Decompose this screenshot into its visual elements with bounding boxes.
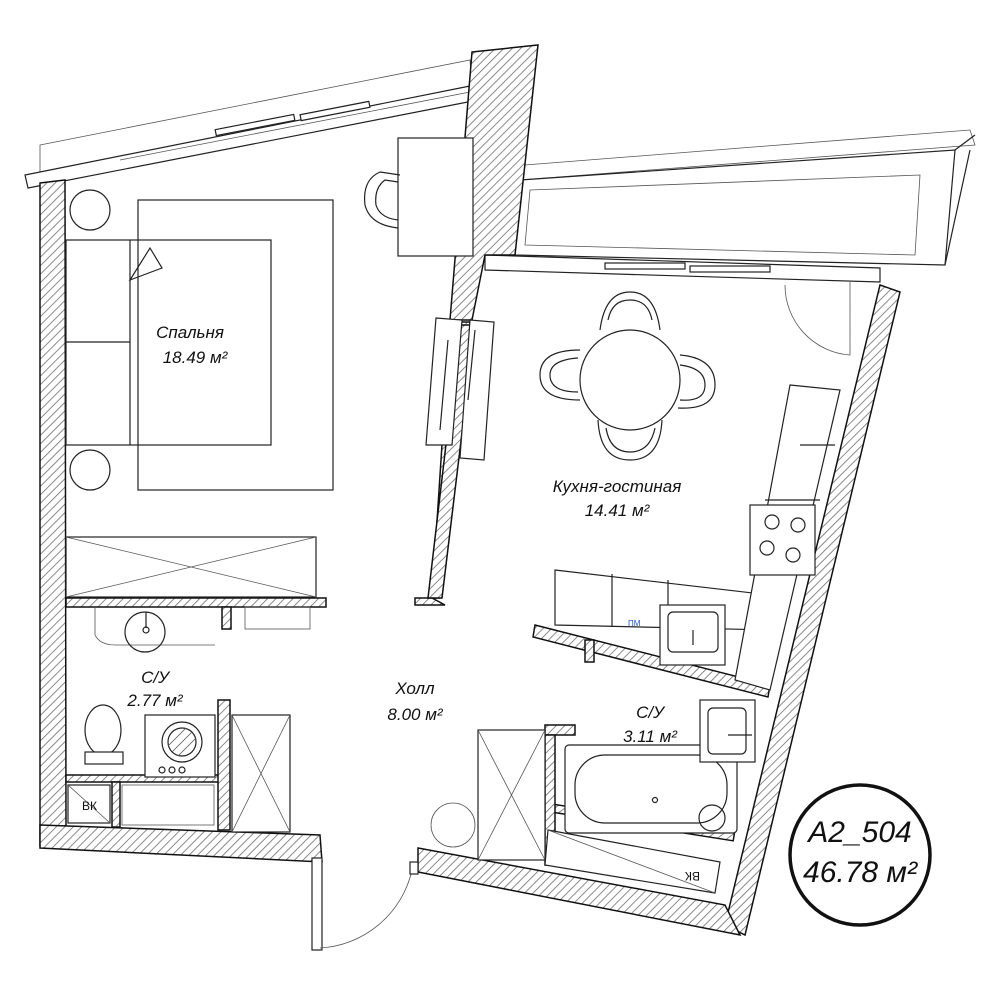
- bedroom-furniture: [65, 137, 474, 598]
- apartment-badge: A2_504 46.78 м²: [788, 783, 932, 927]
- window-left-2: [299, 100, 371, 122]
- bath-right-area: 3.11 м²: [623, 727, 678, 746]
- bath-left-name: С/У: [141, 668, 171, 687]
- toilet: [84, 704, 122, 756]
- hall-name: Холл: [394, 679, 435, 698]
- bath-right-name: С/У: [636, 703, 666, 722]
- bedroom-area: 18.49 м²: [163, 348, 229, 367]
- window-right-1: [604, 262, 686, 270]
- chair: [363, 171, 401, 229]
- window-left-1: [214, 113, 296, 137]
- washing-machine: [144, 714, 216, 778]
- vk-label-right: ВК: [685, 869, 700, 883]
- pm-label: ПМ: [628, 619, 641, 628]
- chair-right: [677, 354, 716, 409]
- washbasin-counter: [94, 607, 215, 646]
- dining-table: [579, 329, 681, 431]
- window-right-2: [689, 265, 771, 273]
- entrance-door: [311, 857, 419, 951]
- sliding-door: [425, 317, 495, 461]
- burners: [759, 514, 806, 563]
- nightstand-lamp-top: [69, 189, 111, 231]
- balcony-right: [484, 129, 976, 356]
- chair-left: [539, 349, 581, 401]
- chair-top: [599, 291, 661, 331]
- kitchen-furniture: ПМ: [539, 291, 841, 691]
- kitchen-area: 14.41 м²: [585, 501, 651, 520]
- desk: [397, 137, 474, 257]
- washbasin: [124, 611, 166, 653]
- kitchen-name: Кухня-гостиная: [553, 477, 682, 496]
- chair-bottom: [597, 419, 663, 461]
- shelf: [244, 606, 311, 630]
- walls: [39, 44, 901, 937]
- bathtub: [564, 744, 738, 834]
- cooktop: [749, 504, 816, 576]
- bed: [137, 199, 334, 491]
- nightstand-lamp-bottom: [69, 449, 111, 491]
- apartment-total-area: 46.78 м²: [803, 856, 918, 889]
- vk-label-left: ВК: [82, 799, 97, 813]
- bath-left-area: 2.77 м²: [126, 691, 183, 710]
- left-bathroom: ВК: [67, 606, 311, 833]
- right-bathroom: ВК: [430, 699, 756, 894]
- hall-area: 8.00 м²: [387, 705, 443, 724]
- bedroom-name: Спальня: [156, 323, 224, 342]
- apartment-code: A2_504: [806, 816, 911, 849]
